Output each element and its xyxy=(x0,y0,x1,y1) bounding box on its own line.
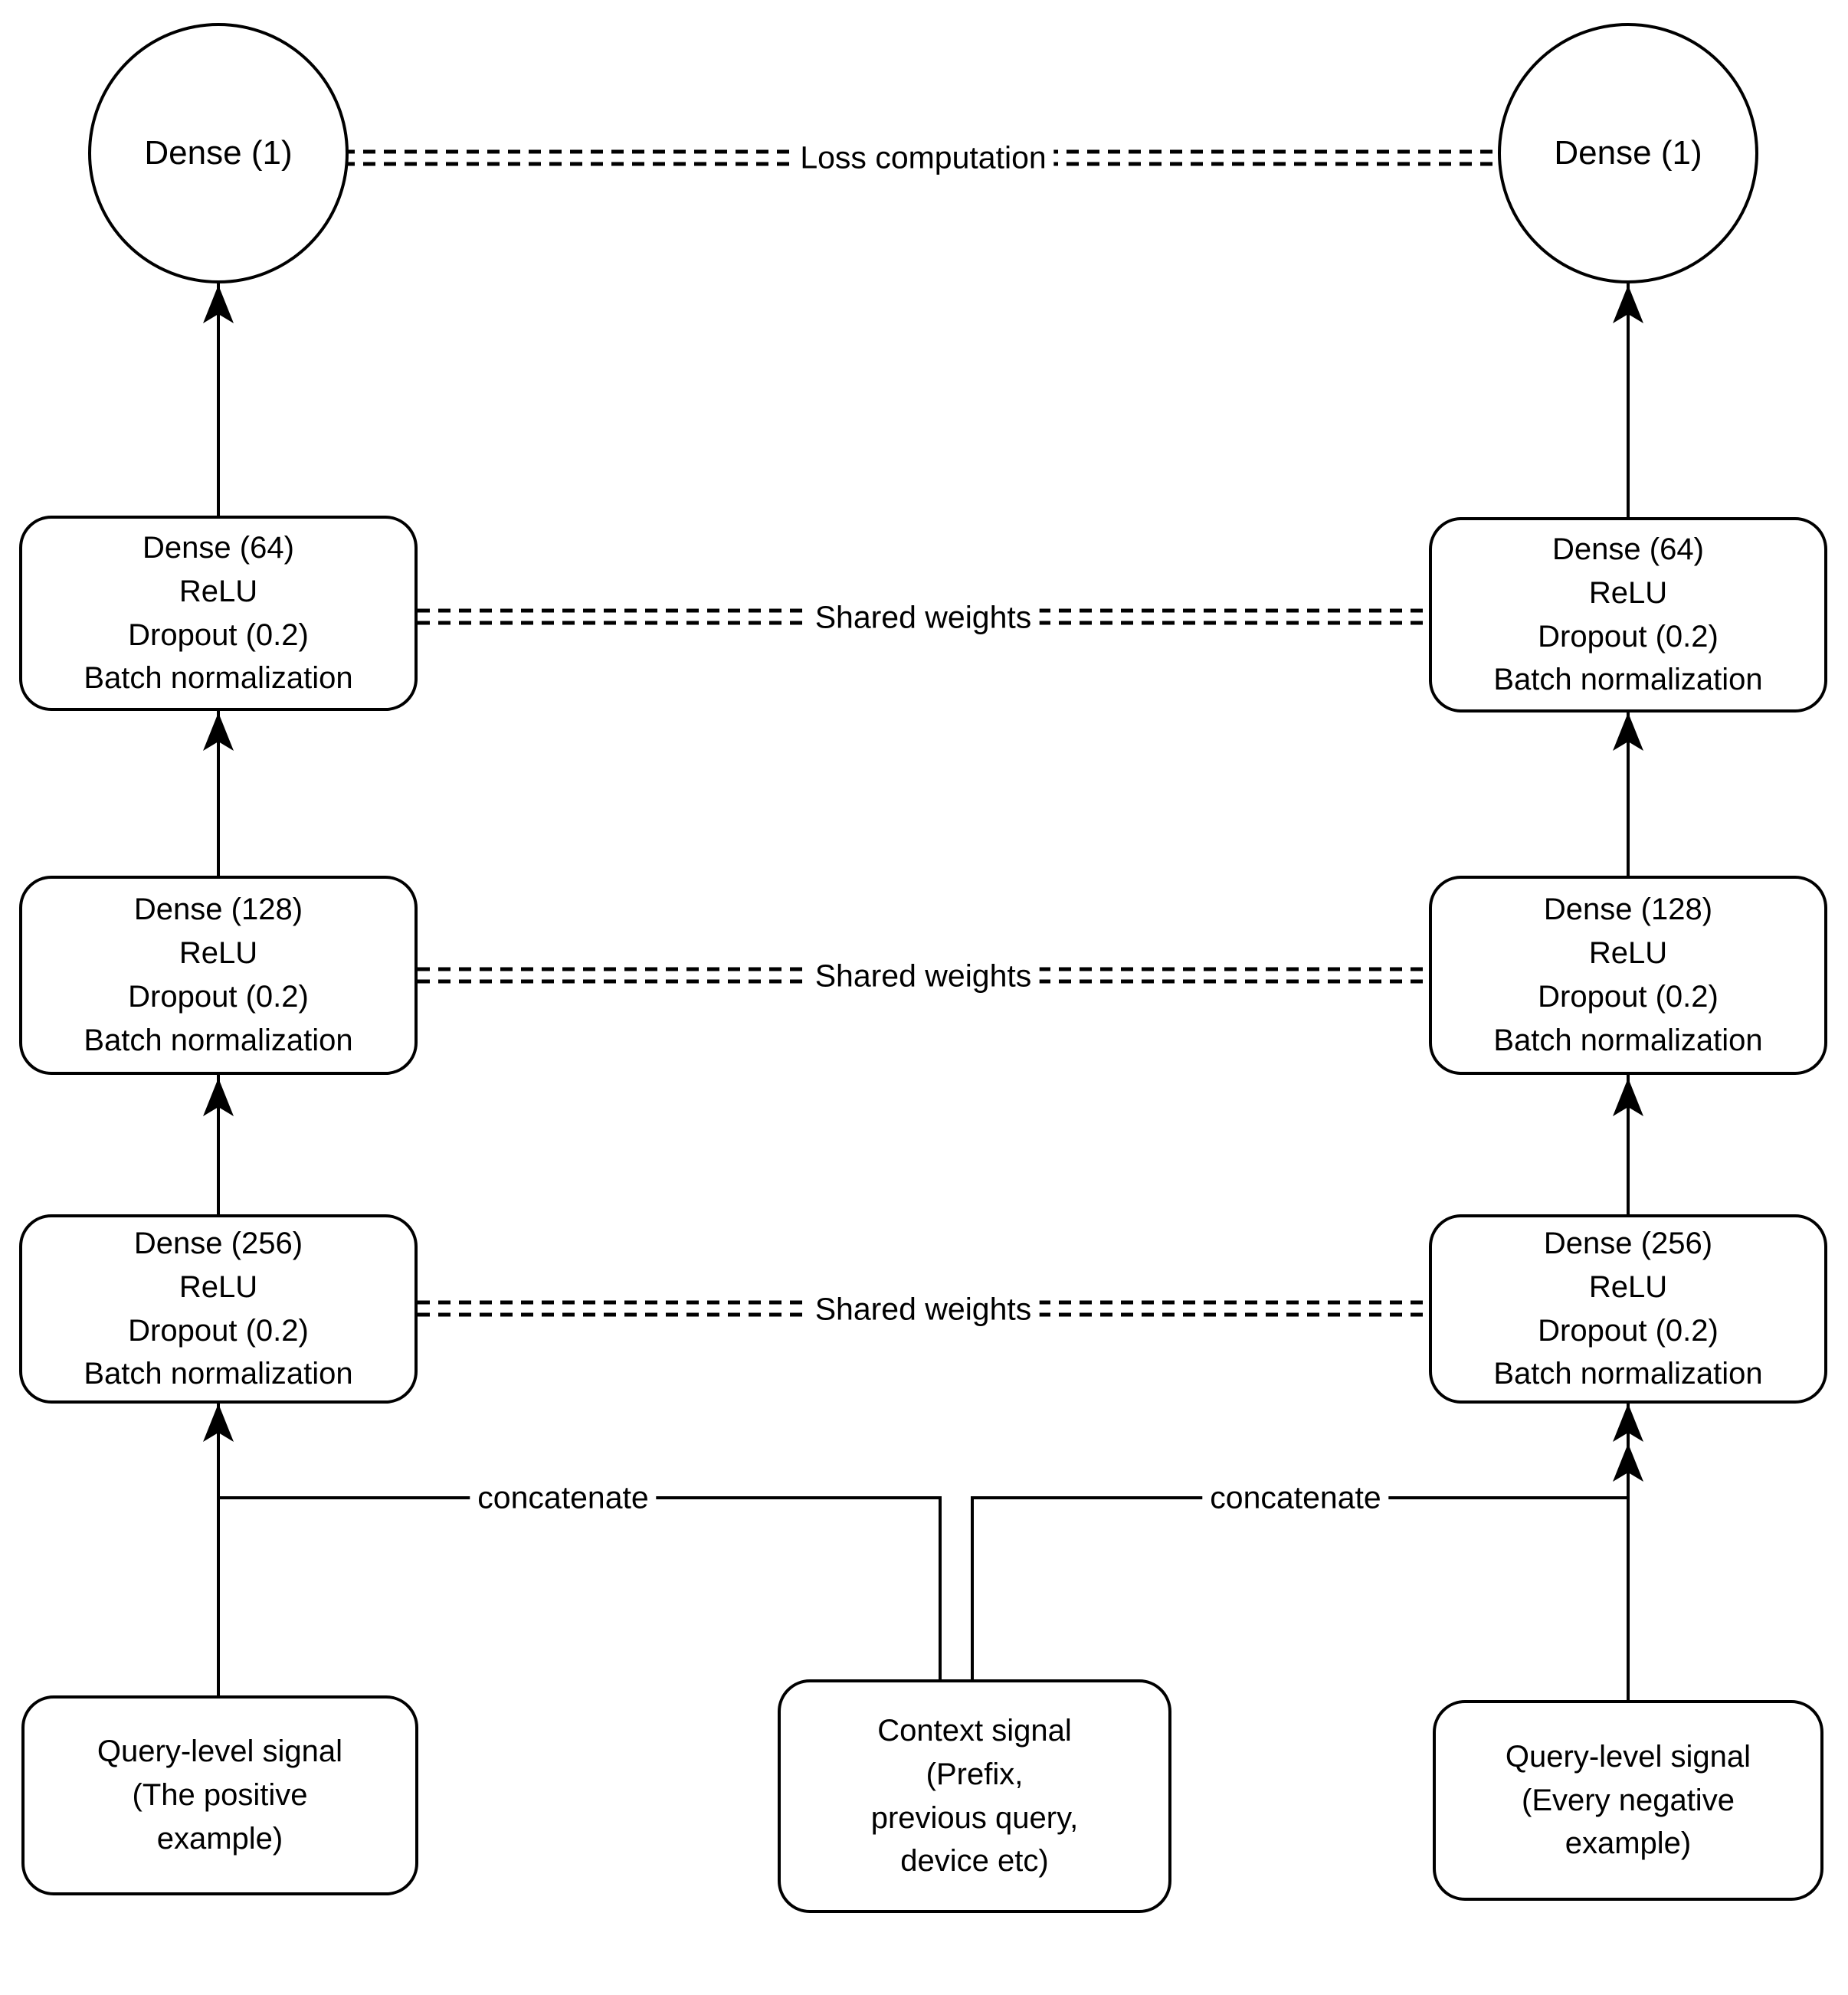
right-dense-128-box: Dense (128) ReLU Dropout (0.2) Batch nor… xyxy=(1429,876,1827,1075)
positive-input-box: Query-level signal (The positive example… xyxy=(21,1695,418,1895)
right-arrow-to-dense64 xyxy=(1613,712,1643,751)
context-input-box: Context signal (Prefix, previous query, … xyxy=(778,1679,1171,1913)
concatenate-right-label: concatenate xyxy=(1202,1477,1389,1518)
shared-weights-label-1: Shared weights xyxy=(807,597,1040,638)
right-arrow-to-output xyxy=(1613,285,1643,323)
left-dense-64-box: Dense (64) ReLU Dropout (0.2) Batch norm… xyxy=(19,516,418,711)
shared-weights-label-3: Shared weights xyxy=(807,1289,1040,1330)
right-dense-64-box: Dense (64) ReLU Dropout (0.2) Batch norm… xyxy=(1429,517,1827,712)
right-arrow-to-dense256-lower xyxy=(1613,1443,1643,1482)
concatenate-left-label: concatenate xyxy=(470,1477,657,1518)
concatenate-right-line xyxy=(971,1496,1628,1681)
left-arrow-to-dense256 xyxy=(203,1404,234,1442)
shared-weights-label-2: Shared weights xyxy=(807,955,1040,997)
right-dense-256-box: Dense (256) ReLU Dropout (0.2) Batch nor… xyxy=(1429,1214,1827,1404)
right-arrow-to-dense128 xyxy=(1613,1078,1643,1116)
right-output-node: Dense (1) xyxy=(1498,23,1758,283)
loss-computation-label: Loss computation xyxy=(792,137,1054,179)
concatenate-left-line xyxy=(218,1496,942,1681)
left-dense-128-box: Dense (128) ReLU Dropout (0.2) Batch nor… xyxy=(19,876,418,1075)
right-arrow-to-dense256-upper xyxy=(1613,1404,1643,1442)
left-arrow-to-dense64 xyxy=(203,712,234,751)
left-arrow-to-dense128 xyxy=(203,1078,234,1116)
left-dense-256-box: Dense (256) ReLU Dropout (0.2) Batch nor… xyxy=(19,1214,418,1404)
left-output-node: Dense (1) xyxy=(88,23,349,283)
negative-input-box: Query-level signal (Every negative examp… xyxy=(1433,1700,1823,1901)
left-arrow-to-output xyxy=(203,285,234,323)
